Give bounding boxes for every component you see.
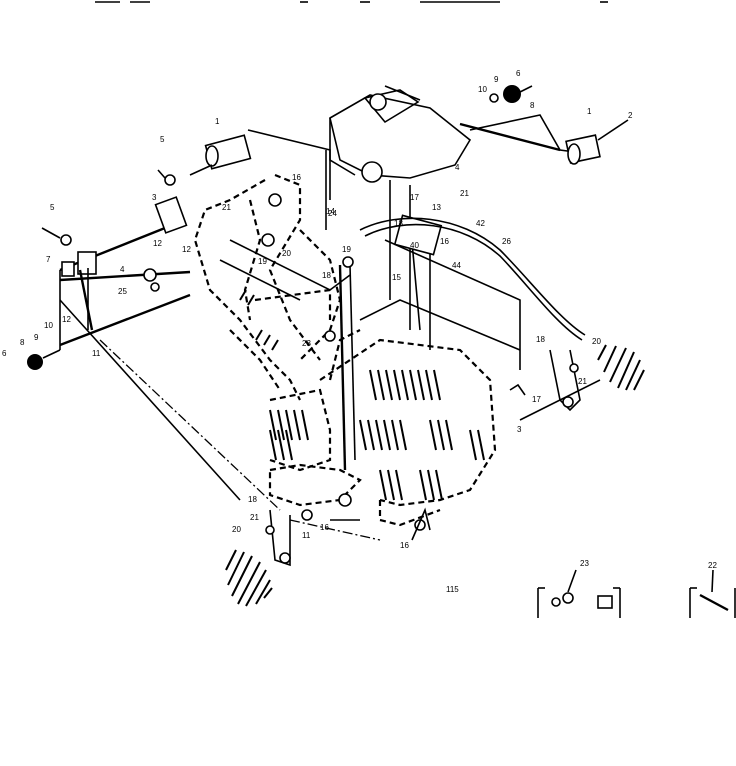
seat-pan — [329, 85, 472, 183]
callout-18: 18 — [536, 335, 545, 344]
callout-4: 4 — [120, 265, 125, 274]
callout-11: 11 — [302, 531, 311, 540]
callout-21: 21 — [250, 513, 259, 522]
figure-code: 115 — [446, 585, 459, 594]
callout-4: 4 — [455, 163, 460, 172]
callout-15: 15 — [392, 273, 401, 282]
callout-20: 20 — [232, 525, 241, 534]
front-wheel — [225, 509, 291, 607]
callout-14: 14 — [326, 207, 335, 216]
right-wheel-hatching — [597, 344, 645, 391]
callout-23: 23 — [302, 339, 311, 348]
callout-5: 5 — [160, 135, 165, 144]
callout-12: 12 — [62, 315, 71, 324]
front-wheel-hatching — [225, 549, 273, 607]
callout-3: 3 — [152, 193, 157, 202]
callout-1: 1 — [215, 117, 220, 126]
callout-9: 9 — [34, 333, 39, 342]
callout-12: 12 — [153, 239, 162, 248]
callout-44: 44 — [452, 261, 461, 270]
callout-16: 16 — [400, 541, 409, 550]
callout-1: 1 — [587, 107, 592, 116]
left-roller — [189, 129, 331, 200]
callout-40: 40 — [410, 241, 419, 250]
callout-16: 16 — [440, 237, 449, 246]
callout-2: 2 — [628, 111, 633, 120]
left-linkage — [27, 169, 241, 501]
steering-column-outline — [193, 173, 342, 401]
callout-7: 7 — [46, 255, 51, 264]
callout-16: 16 — [292, 173, 301, 182]
callout-19: 19 — [258, 257, 267, 266]
right-wheel — [519, 344, 645, 421]
callout-16: 16 — [320, 523, 329, 532]
callout-9: 9 — [494, 75, 499, 84]
throttle-cable — [359, 217, 586, 341]
callout-6: 6 — [2, 349, 7, 358]
inset-kit-22 — [689, 569, 736, 618]
callout-22: 22 — [708, 561, 717, 570]
callout-18: 18 — [322, 271, 331, 280]
callout-13: 13 — [432, 203, 441, 212]
callout-17: 17 — [532, 395, 541, 404]
callout-25: 25 — [118, 287, 127, 296]
callout-10: 10 — [44, 321, 53, 330]
rear-axle-right — [459, 85, 629, 165]
callout-5: 5 — [50, 203, 55, 212]
lower-hardware — [99, 339, 526, 541]
engine-block — [239, 289, 497, 527]
callout-6: 6 — [516, 69, 521, 78]
callout-21: 21 — [460, 189, 469, 198]
callout-11: 11 — [92, 349, 101, 358]
inset-kit-23 — [537, 569, 621, 618]
callout-26: 26 — [502, 237, 511, 246]
callout-19: 19 — [342, 245, 351, 254]
callout-42: 42 — [476, 219, 485, 228]
callout-21: 21 — [222, 203, 231, 212]
callout-17: 17 — [410, 193, 419, 202]
callout-10: 10 — [478, 85, 487, 94]
callout-18: 18 — [394, 219, 403, 228]
callout-20: 20 — [282, 249, 291, 258]
callout-12: 12 — [182, 245, 191, 254]
callout-21: 21 — [578, 377, 587, 386]
callout-23: 23 — [580, 559, 589, 568]
callout-3: 3 — [517, 425, 522, 434]
callout-18: 18 — [248, 495, 257, 504]
callout-20: 20 — [592, 337, 601, 346]
callout-labels: 1 1 2 3 3 4 4 5 5 6 6 7 8 8 9 9 10 10 11… — [2, 69, 717, 570]
callout-8: 8 — [20, 338, 25, 347]
callout-8: 8 — [530, 101, 535, 110]
callout-24: 24 — [328, 209, 337, 218]
engine-hatching — [239, 289, 485, 501]
